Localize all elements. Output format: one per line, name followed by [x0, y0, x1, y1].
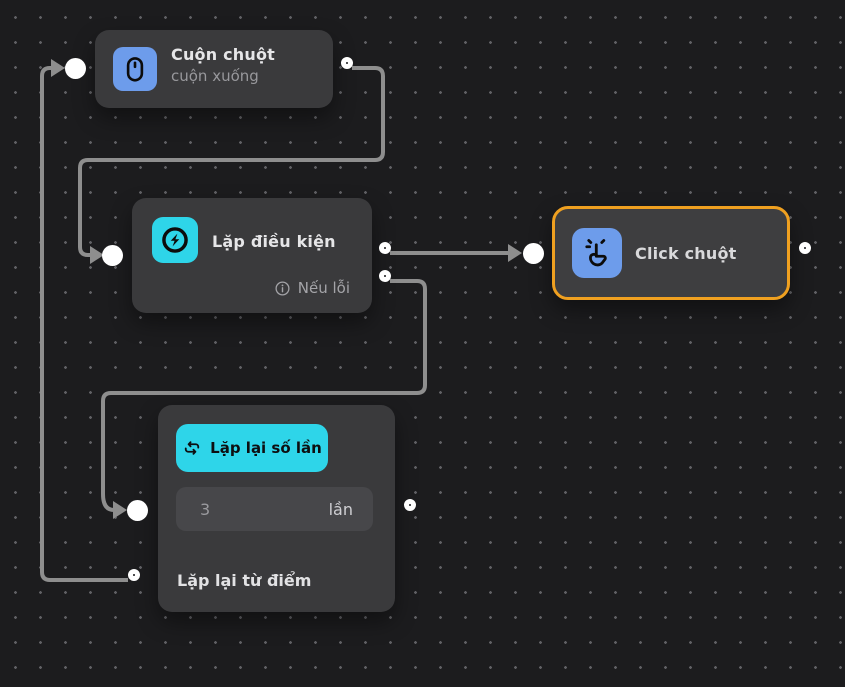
repeat-count-value[interactable]: 3	[200, 499, 211, 519]
sync-icon	[152, 217, 198, 263]
arrowhead-icon	[113, 501, 127, 519]
port-output-scroll[interactable]	[341, 57, 353, 69]
repeat-mode-label: Lặp lại số lần	[210, 439, 322, 457]
port-output-repeat-from[interactable]	[128, 569, 140, 581]
port-output-loop-success[interactable]	[379, 242, 391, 254]
node-title: Click chuột	[635, 244, 737, 263]
error-branch-label: Nếu lỗi	[297, 279, 350, 297]
port-input-loop[interactable]	[101, 244, 123, 266]
port-output-click[interactable]	[799, 242, 811, 254]
node-scroll-mouse[interactable]: Cuộn chuột cuộn xuống	[95, 30, 333, 108]
edge-loop-to-click[interactable]	[390, 244, 522, 262]
repeat-icon	[182, 438, 202, 458]
node-click-mouse[interactable]: Click chuột	[552, 206, 790, 300]
arrowhead-icon	[508, 244, 522, 262]
port-output-repeat[interactable]	[404, 499, 416, 511]
arrowhead-icon	[51, 59, 65, 77]
node-title: Lặp điều kiện	[212, 232, 336, 251]
node-subtitle: cuộn xuống	[171, 67, 259, 85]
mouse-icon	[113, 47, 157, 91]
port-output-loop-error[interactable]	[379, 270, 391, 282]
node-repeat-times[interactable]: Lặp lại số lần 3 lần Lặp lại từ điểm	[158, 405, 395, 612]
edge-repeat-from-to-scroll[interactable]	[40, 59, 128, 582]
repeat-from-label: Lặp lại từ điểm	[177, 571, 312, 590]
repeat-mode-button[interactable]: Lặp lại số lần	[176, 424, 328, 472]
repeat-count-field[interactable]: 3 lần	[176, 487, 373, 531]
node-loop-condition[interactable]: Lặp điều kiện Nếu lỗi	[132, 198, 372, 313]
port-input-click[interactable]	[522, 242, 544, 264]
port-input-scroll[interactable]	[64, 57, 86, 79]
node-title: Cuộn chuột	[171, 45, 275, 64]
error-branch-row[interactable]: Nếu lỗi	[274, 279, 350, 297]
port-input-repeat[interactable]	[126, 499, 148, 521]
repeat-count-unit: lần	[328, 499, 353, 519]
tap-icon	[572, 228, 622, 278]
info-icon	[274, 280, 291, 297]
